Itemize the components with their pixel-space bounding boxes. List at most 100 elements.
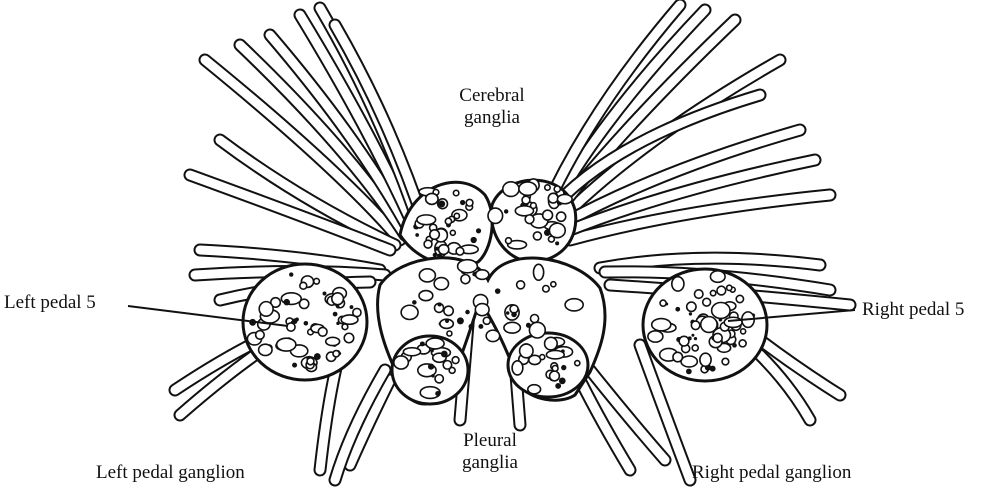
cell-mark: [660, 300, 666, 306]
cell-mark: [522, 196, 530, 204]
cell-mark: [476, 270, 489, 280]
cell-mark: [420, 341, 425, 346]
cell-mark: [533, 264, 543, 280]
cell-mark: [332, 293, 344, 305]
cell-mark: [426, 193, 438, 204]
cell-mark: [439, 245, 449, 255]
cell-mark: [457, 317, 464, 324]
cell-mark: [694, 337, 697, 340]
cell-mark: [419, 291, 433, 301]
cell-mark: [486, 330, 500, 342]
cell-mark: [283, 299, 290, 306]
cell-mark: [503, 182, 519, 197]
cell-mark: [548, 193, 558, 203]
cell-mark: [691, 321, 699, 329]
cell-mark: [681, 356, 697, 367]
cell-mark: [300, 282, 307, 289]
cell-mark: [430, 230, 440, 240]
cerebral-ganglia-label: Cerebral ganglia: [432, 85, 552, 129]
cell-mark: [556, 212, 565, 221]
cell-mark: [417, 215, 436, 225]
cell-mark: [434, 278, 448, 290]
cell-mark: [648, 331, 663, 342]
cell-mark: [575, 361, 580, 366]
cell-mark: [545, 185, 550, 190]
cell-mark: [307, 358, 314, 365]
cell-mark: [506, 311, 509, 314]
cell-mark: [519, 182, 537, 195]
cell-mark: [437, 254, 442, 259]
cell-mark: [495, 288, 501, 294]
cell-mark: [691, 334, 694, 337]
cell-mark: [529, 322, 545, 338]
cell-mark: [727, 285, 732, 290]
cell-mark: [471, 237, 477, 243]
cell-mark: [719, 318, 723, 322]
cell-mark: [336, 305, 339, 308]
cell-mark: [412, 300, 417, 305]
cell-mark: [450, 230, 455, 235]
cell-mark: [736, 295, 743, 302]
cell-mark: [686, 369, 692, 375]
cell-mark: [419, 269, 435, 282]
cell-mark: [540, 355, 545, 360]
cell-mark: [506, 238, 512, 244]
cell-mark: [673, 352, 683, 362]
cell-mark: [431, 374, 434, 377]
cell-mark: [341, 315, 358, 324]
cell-mark: [287, 323, 295, 331]
cell-mark: [465, 310, 470, 315]
cell-mark: [565, 299, 583, 311]
cell-mark: [561, 365, 566, 370]
cell-mark: [415, 233, 419, 237]
cell-mark: [333, 312, 338, 317]
cell-mark: [549, 223, 565, 238]
cell-mark: [555, 383, 561, 389]
pleural-ganglia-label: Pleural ganglia: [430, 430, 550, 474]
cell-mark: [326, 337, 340, 345]
left-pedal-ganglion-label: Left pedal ganglion: [96, 462, 245, 484]
cell-mark: [559, 377, 566, 384]
pleural-ganglia-text: Pleural ganglia: [430, 430, 550, 474]
cell-mark: [739, 340, 746, 347]
cell-mark: [445, 218, 451, 224]
cell-mark: [687, 302, 696, 311]
cell-mark: [741, 329, 746, 334]
cell-mark: [475, 304, 489, 316]
left-pedal-5-label: Left pedal 5: [4, 292, 96, 314]
cell-mark: [504, 209, 508, 213]
cell-mark: [460, 200, 465, 205]
cell-mark: [511, 312, 517, 318]
cell-mark: [435, 391, 440, 396]
cell-mark: [504, 322, 520, 333]
cell-mark: [292, 363, 297, 368]
cell-mark: [299, 299, 308, 308]
cell-mark: [256, 331, 265, 340]
cell-mark: [435, 375, 443, 383]
cell-mark: [478, 324, 483, 329]
cell-mark: [289, 272, 293, 276]
cell-mark: [449, 367, 455, 373]
cell-mark: [428, 364, 434, 370]
cell-mark: [692, 345, 698, 351]
cell-mark: [314, 353, 321, 360]
cell-mark: [713, 333, 722, 342]
cell-mark: [724, 317, 742, 327]
cell-mark: [652, 319, 671, 331]
cell-mark: [483, 317, 490, 324]
cell-mark: [461, 275, 470, 284]
cell-mark: [438, 200, 445, 207]
right-pedal-5-label: Right pedal 5: [862, 299, 964, 321]
cell-mark: [732, 343, 737, 348]
cell-mark: [550, 371, 560, 381]
cell-mark: [445, 319, 449, 323]
cell-mark: [466, 199, 473, 206]
cell-mark: [394, 356, 409, 369]
cell-mark: [710, 271, 725, 283]
cell-mark: [469, 324, 475, 330]
cell-mark: [292, 318, 298, 324]
cell-mark: [545, 337, 558, 350]
cell-mark: [717, 286, 726, 295]
